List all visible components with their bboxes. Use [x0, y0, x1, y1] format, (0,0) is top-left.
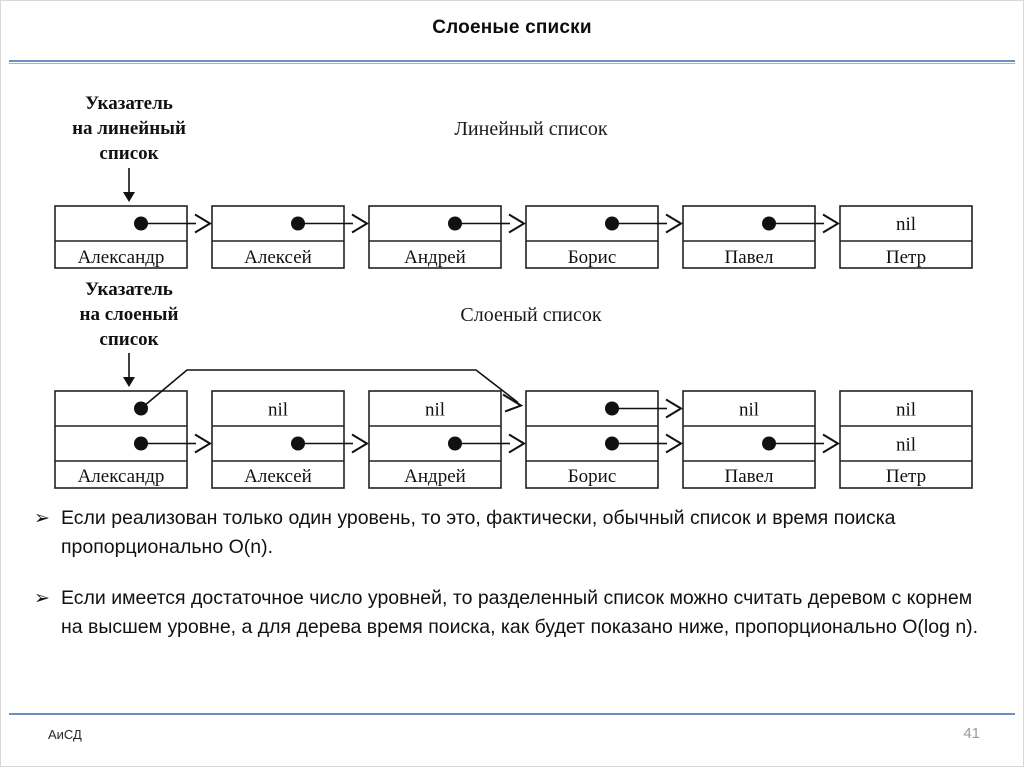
linear-next-pointer-arrowhead: [822, 213, 840, 234]
footer-course-label: АиСД: [48, 727, 82, 742]
layered-node-level2-nil: nil: [425, 400, 445, 421]
layered-pointer-arrow-icon-head: [123, 377, 135, 387]
linear-node-name: Павел: [725, 247, 774, 268]
list-item: ➢ Если имеется достаточное число уровней…: [31, 584, 999, 642]
footer: АиСД 41: [1, 719, 1023, 759]
linear-node-name: Петр: [886, 247, 926, 268]
linear-next-pointer-arrowhead: [351, 213, 369, 234]
layered-node: [525, 390, 659, 489]
layered-node: [682, 390, 816, 489]
list-item: ➢ Если реализован только один уровень, т…: [31, 504, 999, 562]
bullet-text: Если реализован только один уровень, то …: [61, 507, 896, 558]
layered-pointer-label-line: на слоеный: [80, 304, 179, 325]
linear-node: [525, 205, 659, 269]
linear-pointer-label-line: на линейный: [72, 118, 186, 139]
linear-next-pointer-arrowhead: [508, 213, 526, 234]
linked-list-diagram: Указатель на линейный список Линейный списо…: [54, 93, 973, 489]
title-bar: Слоеные списки: [1, 1, 1023, 61]
linear-node-nil: nil: [896, 214, 916, 235]
linear-node: [368, 205, 502, 269]
layered-pointer-label-line: Указатель: [85, 279, 173, 300]
layered-node-name: Борис: [568, 466, 617, 487]
bullet-arrow-icon: ➢: [34, 507, 50, 529]
bullet-text: Если имеется достаточное число уровней, …: [61, 587, 979, 638]
layered-node: [368, 390, 502, 489]
linear-pointer-label-line: Указатель: [85, 93, 173, 114]
linear-node-name: Алексей: [244, 247, 312, 268]
layered-level1-pointer-arrowhead: [822, 433, 840, 454]
layered-node-name: Павел: [725, 466, 774, 487]
page-title: Слоеные списки: [432, 17, 592, 38]
layered-level1-pointer-arrowhead: [351, 433, 369, 454]
layered-node: [839, 390, 973, 489]
layered-level1-pointer-arrowhead: [508, 433, 526, 454]
page-number: 41: [963, 725, 980, 742]
layered-node-name: Александр: [78, 466, 165, 487]
title-divider: [9, 60, 1015, 62]
linear-pointer-arrow-icon-head: [123, 192, 135, 202]
bullet-arrow-icon: ➢: [34, 587, 50, 609]
layered-level2-pointer-arrowhead: [665, 398, 683, 419]
linear-node: [211, 205, 345, 269]
layered-node-name: Алексей: [244, 466, 312, 487]
layered-node-level1-nil: nil: [896, 435, 916, 456]
linear-node: [54, 205, 188, 269]
bullet-list: ➢ Если реализован только один уровень, т…: [31, 504, 999, 664]
linear-list-heading: Линейный список: [454, 118, 608, 140]
linear-next-pointer-arrowhead: [665, 213, 683, 234]
layered-level1-pointer-arrowhead: [194, 433, 212, 454]
linear-node-name: Борис: [568, 247, 617, 268]
layered-node: [54, 390, 188, 489]
layered-node-level2-nil: nil: [268, 400, 288, 421]
linear-node-name: Андрей: [404, 247, 466, 268]
skip-link-line: [140, 369, 519, 410]
linear-pointer-label-line: список: [99, 143, 158, 164]
layered-list-heading: Слоеный список: [460, 304, 601, 326]
linear-next-pointer-arrowhead: [194, 213, 212, 234]
layered-node-level2-nil: nil: [739, 400, 759, 421]
title-divider-thin: [9, 63, 1015, 64]
layered-node-level2-nil: nil: [896, 400, 916, 421]
linear-node-name: Александр: [78, 247, 165, 268]
layered-node-name: Андрей: [404, 466, 466, 487]
layered-node-name: Петр: [886, 466, 926, 487]
linear-node: [682, 205, 816, 269]
linear-node: [839, 205, 973, 269]
diagram-area: Указатель на линейный список Линейный списо…: [1, 73, 1023, 498]
footer-divider: [9, 713, 1015, 715]
layered-node: [211, 390, 345, 489]
layered-pointer-label-line: список: [99, 329, 158, 350]
layered-level1-pointer-arrowhead: [665, 433, 683, 454]
skip-link-arrowhead: [502, 393, 524, 413]
